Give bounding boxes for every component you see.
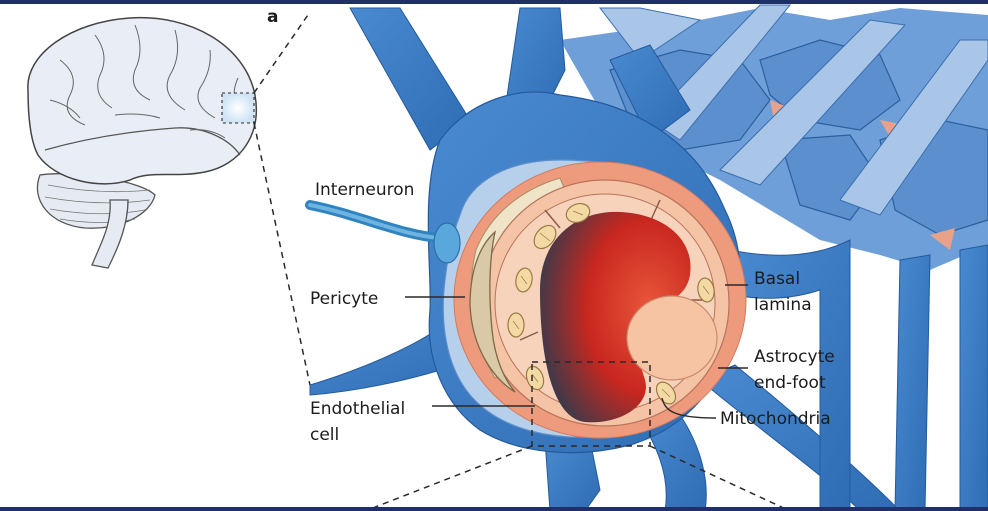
zoom-line-top bbox=[254, 12, 310, 93]
panel-label: a bbox=[267, 7, 278, 27]
astrocyte-label-line2: end-foot bbox=[754, 373, 826, 393]
basal-lamina-label-line2: lamina bbox=[754, 295, 812, 315]
brain-region-highlight bbox=[222, 93, 254, 123]
mitochondria-label: Mitochondria bbox=[720, 409, 831, 429]
brain-illustration bbox=[28, 18, 256, 268]
endothelial-label-line2: cell bbox=[310, 425, 339, 445]
interneuron-label: Interneuron bbox=[315, 180, 414, 200]
endothelial-label-line1: Endothelial bbox=[310, 399, 405, 419]
basal-lamina-label-line1: Basal bbox=[754, 269, 800, 289]
zoom-line-bottom bbox=[254, 123, 310, 385]
endothelial-nucleus bbox=[627, 296, 717, 380]
inset-line-left bbox=[365, 446, 532, 511]
astrocyte-label-line1: Astrocyte bbox=[754, 347, 835, 367]
bottom-frame-bar bbox=[0, 507, 988, 511]
pericyte-label: Pericyte bbox=[310, 289, 378, 309]
